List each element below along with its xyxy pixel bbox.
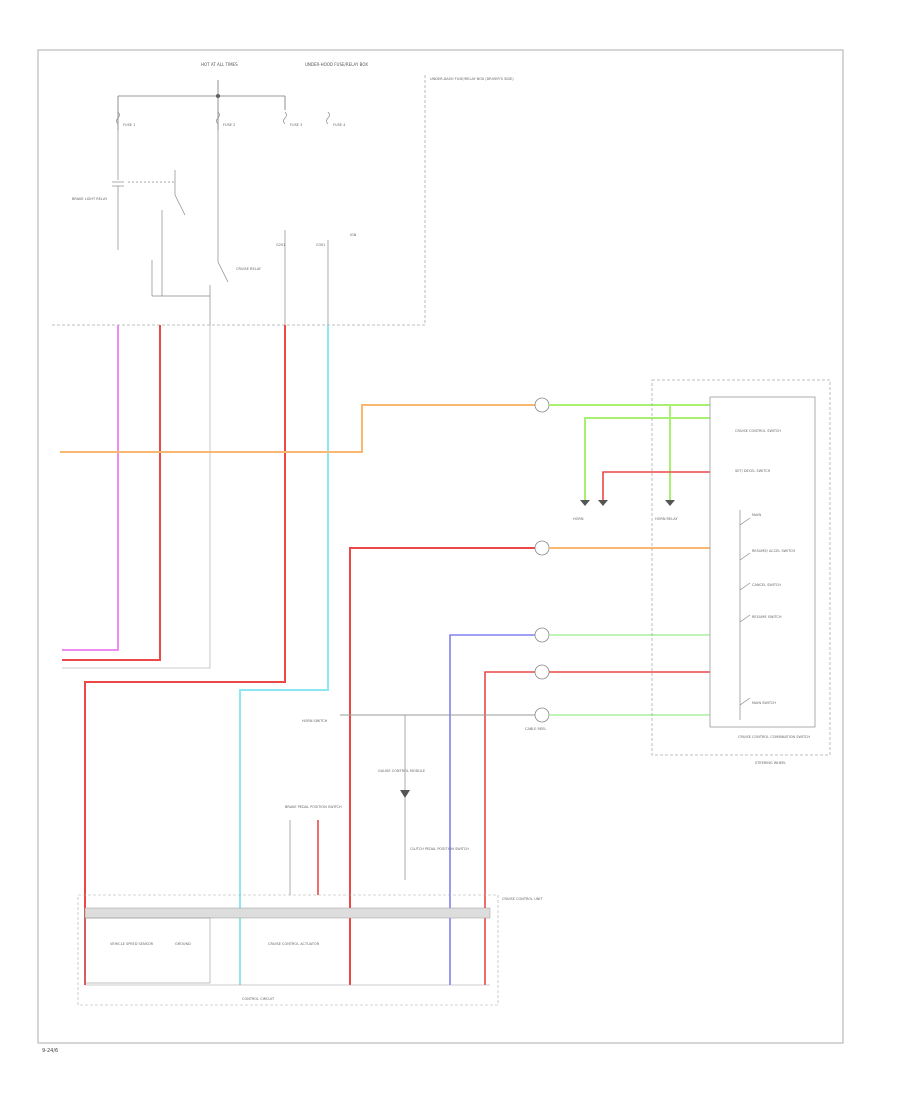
label-control-unit: CRUISE CONTROL UNIT bbox=[502, 897, 543, 901]
label-resume: RESUME/ ACCEL SWITCH bbox=[752, 549, 796, 553]
label-steering-wheel: STEERING WHEEL bbox=[755, 761, 786, 765]
control-circuit-box bbox=[77, 894, 499, 1006]
label-actuator: CRUISE CONTROL ACTUATOR bbox=[268, 942, 320, 946]
label-fuse-b: FUSE 2 bbox=[223, 123, 235, 127]
wire-orange bbox=[60, 404, 535, 453]
wire-gray bbox=[62, 325, 211, 669]
label-ground-a: G201 bbox=[276, 243, 285, 247]
label-ground: GROUND bbox=[175, 942, 191, 946]
wire-red-2 bbox=[84, 325, 286, 985]
label-fuse-box: UNDER-HOOD FUSE/RELAY BOX bbox=[305, 62, 368, 67]
outer-frame bbox=[37, 49, 844, 1044]
wire-pink bbox=[62, 325, 119, 651]
label-control-circuit: CONTROL CIRCUIT bbox=[242, 997, 275, 1001]
label-ign: IGN bbox=[350, 233, 357, 237]
label-main: MAIN bbox=[752, 513, 761, 517]
wire-cyan bbox=[239, 325, 329, 985]
label-cruise-switch: CRUISE CONTROL SWITCH bbox=[735, 429, 781, 433]
steering-wheel-box bbox=[651, 379, 831, 756]
switch-box bbox=[709, 396, 816, 728]
wire-red-5 bbox=[602, 471, 710, 500]
label-horn-relay: HORN RELAY bbox=[655, 517, 678, 521]
label-set-switch: SET/ DECEL SWITCH bbox=[735, 469, 771, 473]
label-hot-at: HOT AT ALL TIMES bbox=[201, 62, 238, 67]
label-cable-reel: CABLE REEL bbox=[525, 727, 546, 731]
label-fuse-c: FUSE 3 bbox=[290, 123, 302, 127]
label-relay-left: BRAKE LIGHT RELAY bbox=[72, 197, 108, 201]
wire-blue bbox=[449, 634, 535, 985]
wire-red-1 bbox=[62, 325, 161, 661]
cable-reel-connectors bbox=[534, 397, 550, 723]
label-clutch: CLUTCH PEDAL POSITION SWITCH bbox=[410, 847, 469, 851]
label-horn-switch: HORN SWITCH bbox=[302, 719, 328, 723]
label-cancel: CANCEL SWITCH bbox=[752, 583, 781, 587]
fuse-icons bbox=[116, 111, 330, 125]
label-fuse-d: FUSE 4 bbox=[333, 123, 346, 127]
label-fuse-box-note: UNDER-DASH FUSE/RELAY BOX (DRIVER'S SIDE… bbox=[430, 77, 514, 81]
label-speed: VEHICLE SPEED SENSOR bbox=[110, 942, 154, 946]
brake-relay-symbol bbox=[112, 130, 210, 297]
label-horn: HORN bbox=[573, 517, 584, 521]
fuse-box-boundary bbox=[52, 75, 426, 326]
label-main-switch: MAIN SWITCH bbox=[752, 701, 776, 705]
label-ground-b: G301 bbox=[316, 243, 325, 247]
wire-red-3 bbox=[349, 547, 535, 985]
label-steering-box: CRUISE CONTROL COMBINATION SWITCH bbox=[738, 735, 810, 739]
label-relay-mid: CRUISE RELAY bbox=[236, 267, 262, 271]
label-brake-switch: BRAKE PEDAL POSITION SWITCH bbox=[285, 805, 342, 809]
label-resume-switch: RESUME SWITCH bbox=[752, 615, 782, 619]
wire-green-2 bbox=[584, 417, 710, 500]
wire-red-4 bbox=[484, 671, 535, 985]
footer-code: 9-24/6 bbox=[42, 1048, 58, 1054]
label-gauge: GAUGE CONTROL MODULE bbox=[378, 769, 425, 773]
label-fuse-a: FUSE 1 bbox=[123, 123, 135, 127]
control-unit-box bbox=[84, 907, 491, 919]
